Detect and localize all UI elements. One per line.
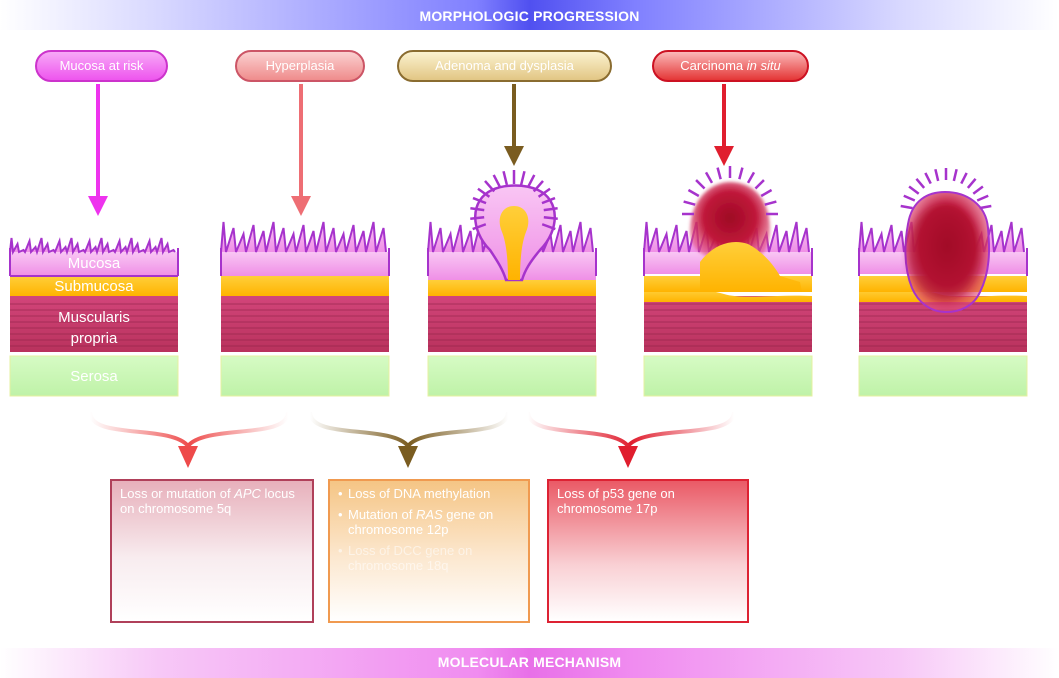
ras-gene-name: RAS — [415, 507, 443, 522]
villus — [541, 223, 556, 231]
carcinoma-label-emphasis: in situ — [746, 58, 781, 73]
stage-label-mucosa-at-risk: Mucosa at risk — [35, 50, 168, 82]
tissue-column-1 — [9, 237, 179, 397]
villus — [976, 194, 989, 202]
carcinoma-label-prefix: Carcinoma — [680, 58, 747, 73]
villus — [470, 207, 485, 212]
invasive-carcinoma-lesion — [900, 168, 992, 314]
apc-text-suffix: locus on chromosome 5q — [120, 486, 295, 516]
villus — [760, 188, 773, 198]
villus — [502, 170, 509, 186]
villus — [903, 194, 916, 202]
layer-label-mucosa: Mucosa — [67, 255, 121, 272]
villus — [532, 180, 544, 193]
villus — [541, 196, 556, 205]
villus — [683, 200, 696, 206]
villus — [704, 171, 714, 184]
stage-label-carcinoma-in-situ: Carcinoma in situ — [652, 50, 809, 82]
villus — [695, 179, 706, 190]
mechanism-box-adenoma: Loss of DNA methylation Mutation of RAS … — [328, 479, 530, 623]
morphologic-progression-banner: MORPHOLOGIC PROGRESSION — [0, 0, 1059, 30]
tissue-column-2 — [220, 221, 390, 397]
villus — [543, 216, 558, 221]
layer-label-muscularis-1: Muscularis — [58, 309, 130, 326]
ras-prefix: Mutation of — [348, 507, 416, 522]
villus — [915, 177, 926, 189]
villus — [537, 187, 551, 198]
layer-label-serosa: Serosa — [70, 368, 118, 385]
villus — [960, 172, 968, 185]
stage-arrows — [88, 84, 734, 216]
villus — [746, 171, 756, 184]
villus — [972, 185, 984, 195]
villus — [738, 167, 744, 180]
mechanism-box-p53: Loss of p53 gene on chromosome 17p — [547, 479, 749, 623]
mechanism-item-ras: Mutation of RAS gene on chromosome 12p — [338, 507, 520, 537]
villus — [519, 170, 526, 186]
villus — [472, 223, 487, 231]
mechanism-item-dna-methylation: Loss of DNA methylation — [338, 486, 520, 501]
carcinoma-in-situ-lesion — [682, 166, 802, 292]
villus — [754, 179, 765, 190]
villus — [543, 207, 558, 212]
adenoma-polyp — [470, 170, 558, 282]
villus — [472, 196, 487, 205]
villus — [484, 180, 496, 193]
villus — [526, 174, 536, 188]
ras-suffix: gene on chromosome 12p — [348, 507, 494, 537]
mechanism-item-dcc: Loss of DCC gene on chromosome 18q — [338, 543, 520, 573]
villus — [716, 167, 722, 180]
stage-label-adenoma-dysplasia: Adenoma and dysplasia — [397, 50, 612, 82]
villus — [687, 188, 700, 198]
stage-label-hyperplasia: Hyperplasia — [235, 50, 365, 82]
mechanism-box-apc: Loss or mutation of APC locus on chromos… — [110, 479, 314, 623]
molecular-mechanism-banner: MOLECULAR MECHANISM — [0, 648, 1059, 678]
villus — [764, 200, 777, 206]
villus — [908, 185, 920, 195]
adenoma-mechanism-list: Loss of DNA methylation Mutation of RAS … — [338, 486, 520, 573]
villus — [924, 172, 932, 185]
villus — [470, 216, 485, 221]
layer-label-submucosa: Submucosa — [54, 278, 134, 295]
mechanism-brackets — [88, 411, 736, 468]
villus — [492, 174, 502, 188]
villus — [966, 177, 977, 189]
apc-gene-name: APC — [234, 486, 261, 501]
villus — [934, 168, 940, 182]
villus — [477, 187, 491, 198]
apc-text-prefix: Loss or mutation of — [120, 486, 235, 501]
villus — [900, 204, 913, 210]
layer-label-muscularis-2: propria — [70, 330, 118, 347]
villus — [952, 168, 958, 182]
